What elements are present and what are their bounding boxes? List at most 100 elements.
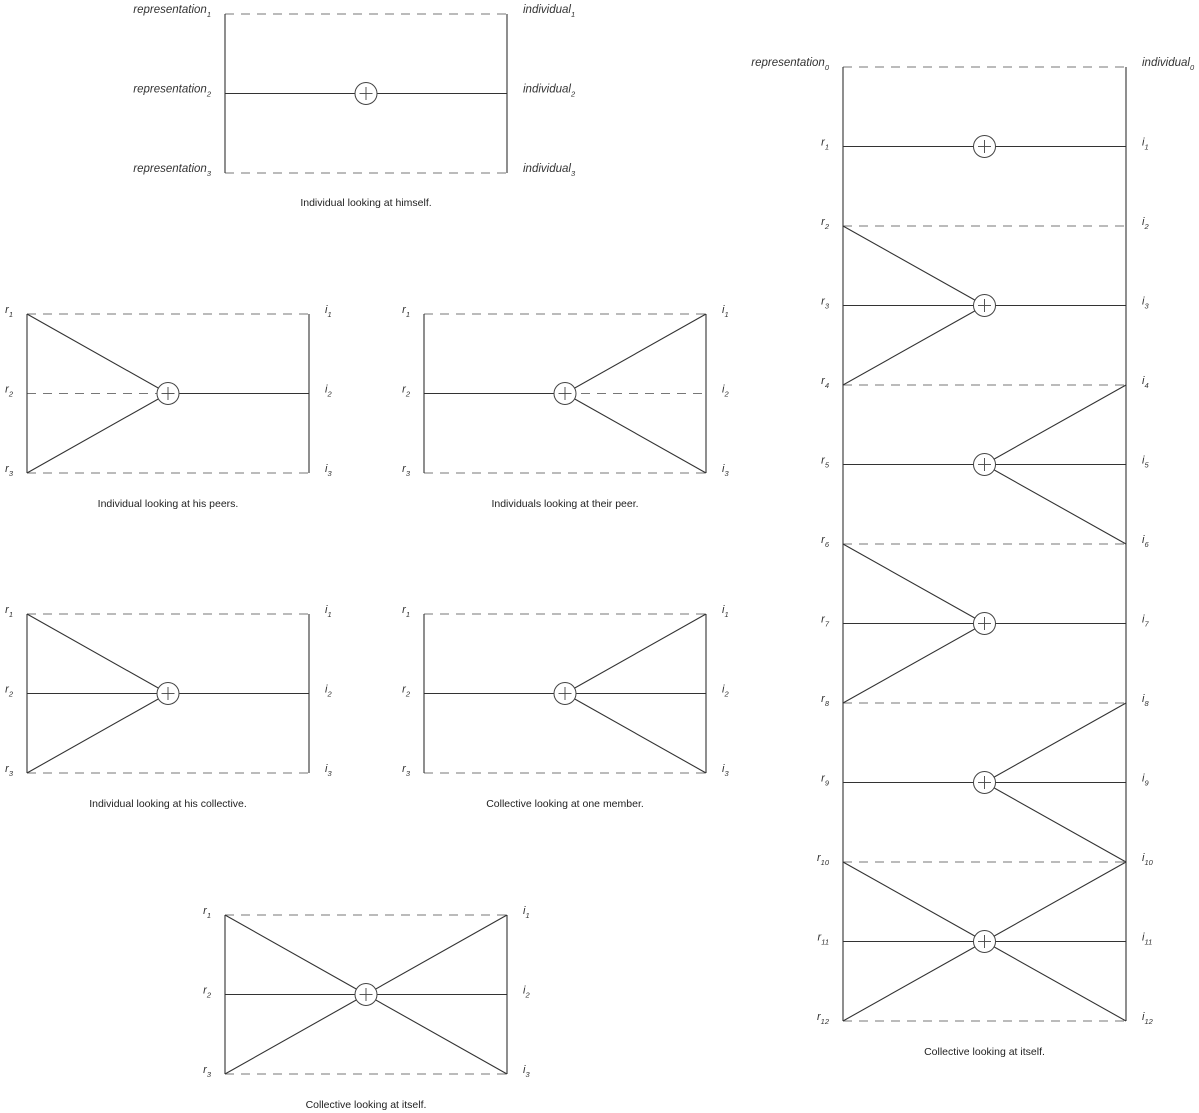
diagonal-right-0-to-1	[564, 613, 707, 694]
diagram-caption: Collective looking at itself.	[306, 1099, 427, 1111]
diagonal-left-2-to-3	[842, 225, 985, 306]
hub-node-9	[973, 771, 996, 794]
left-label-8: r8	[821, 693, 830, 708]
left-label-0: r1	[5, 604, 13, 619]
diagonal-right-0-to-1	[564, 313, 707, 394]
left-label-1: r1	[821, 137, 829, 152]
hub-node-1	[354, 82, 378, 105]
right-label-9: i9	[1142, 773, 1149, 788]
right-label-8: i8	[1142, 693, 1149, 708]
diagram-caption: Collective looking at itself.	[924, 1046, 1045, 1058]
right-label-6: i6	[1142, 534, 1149, 549]
right-label-1: individual2	[523, 84, 576, 99]
hub-node-5	[973, 453, 996, 476]
diagonal-right-12-to-11	[984, 941, 1127, 1022]
diagonal-left-0-to-1	[26, 313, 169, 394]
diagonal-left-8-to-7	[842, 623, 985, 704]
hub-node-1	[156, 682, 180, 705]
left-label-0: r1	[402, 304, 410, 319]
right-label-0: i1	[325, 604, 332, 619]
left-label-10: r10	[817, 852, 830, 867]
right-label-5: i5	[1142, 455, 1149, 470]
diagonal-left-2-to-1	[224, 994, 367, 1075]
hub-node-11	[973, 930, 996, 953]
left-label-2: r2	[821, 216, 830, 231]
diagonal-left-0-to-1	[26, 613, 169, 694]
right-label-2: i3	[325, 463, 332, 478]
hub-node-1	[156, 382, 180, 405]
left-label-0: r1	[5, 304, 13, 319]
diagram-caption: Individuals looking at their peer.	[491, 498, 638, 510]
left-label-0: r1	[402, 604, 410, 619]
hub-node-7	[973, 612, 996, 635]
hub-node-1	[553, 682, 577, 705]
diagonal-left-2-to-1	[26, 693, 169, 774]
diagram-caption: Individual looking at himself.	[300, 197, 431, 209]
left-label-0: representation1	[133, 4, 211, 19]
right-label-2: i3	[325, 763, 332, 778]
left-label-1: r2	[5, 384, 14, 399]
right-label-1: i2	[722, 684, 729, 699]
left-label-4: r4	[821, 375, 829, 390]
diagonal-left-6-to-7	[842, 543, 985, 624]
left-label-1: r2	[402, 384, 411, 399]
right-label-0: i1	[722, 604, 729, 619]
diagram-tall: representation0r1r2r3r4r5r6r7r8r9r10r11r…	[751, 57, 1195, 1058]
right-label-1: i1	[1142, 137, 1149, 152]
hub-node-3	[973, 294, 996, 317]
left-label-2: r3	[5, 463, 14, 478]
right-label-4: i4	[1142, 375, 1149, 390]
diagonal-right-10-to-11	[984, 861, 1127, 942]
right-label-2: i3	[722, 463, 729, 478]
left-label-1: r2	[402, 684, 411, 699]
left-label-7: r7	[821, 614, 830, 629]
left-label-2: representation3	[133, 163, 212, 178]
diagram-caption: Collective looking at one member.	[486, 798, 644, 810]
left-label-0: r1	[203, 905, 211, 920]
hub-node-1	[973, 135, 996, 158]
right-label-0: i1	[722, 304, 729, 319]
right-label-1: i2	[325, 384, 332, 399]
left-label-2: r3	[5, 763, 14, 778]
diagram-caption: Individual looking at his collective.	[89, 798, 247, 810]
left-label-1: r2	[5, 684, 14, 699]
diagonal-right-0-to-1	[365, 914, 508, 995]
diagram-caption: Individual looking at his peers.	[98, 498, 239, 510]
left-label-2: r3	[203, 1064, 212, 1079]
diagonal-right-4-to-5	[984, 384, 1127, 465]
right-label-10: i10	[1142, 852, 1154, 867]
diagonal-right-10-to-9	[984, 782, 1127, 863]
left-label-5: r5	[821, 455, 830, 470]
right-label-0: i1	[325, 304, 332, 319]
left-label-11: r11	[818, 932, 829, 947]
left-label-1: representation2	[133, 84, 212, 99]
diagram-self: representation1 representation2 representa…	[133, 4, 576, 209]
diagonal-left-0-to-1	[224, 914, 367, 995]
diagonal-left-2-to-1	[26, 393, 169, 474]
hub-node-1	[553, 382, 577, 405]
left-label-12: r12	[817, 1011, 830, 1026]
right-label-11: i11	[1142, 932, 1152, 947]
right-label-2: i2	[1142, 216, 1149, 231]
right-label-3: i3	[1142, 296, 1149, 311]
diagonal-right-8-to-9	[984, 702, 1127, 783]
right-label-1: i2	[523, 985, 530, 1000]
right-label-0: individual0	[1142, 57, 1195, 72]
diagonal-right-2-to-1	[365, 994, 508, 1075]
diagonal-left-4-to-3	[842, 305, 985, 386]
right-label-0: individual1	[523, 4, 575, 19]
right-label-0: i1	[523, 905, 530, 920]
left-label-1: r2	[203, 985, 212, 1000]
diagonal-left-12-to-11	[842, 941, 985, 1022]
left-label-3: r3	[821, 296, 830, 311]
right-label-2: i3	[523, 1064, 530, 1079]
right-label-1: i2	[325, 684, 332, 699]
right-label-12: i12	[1142, 1011, 1154, 1026]
diagonal-left-10-to-11	[842, 861, 985, 942]
right-label-2: i3	[722, 763, 729, 778]
